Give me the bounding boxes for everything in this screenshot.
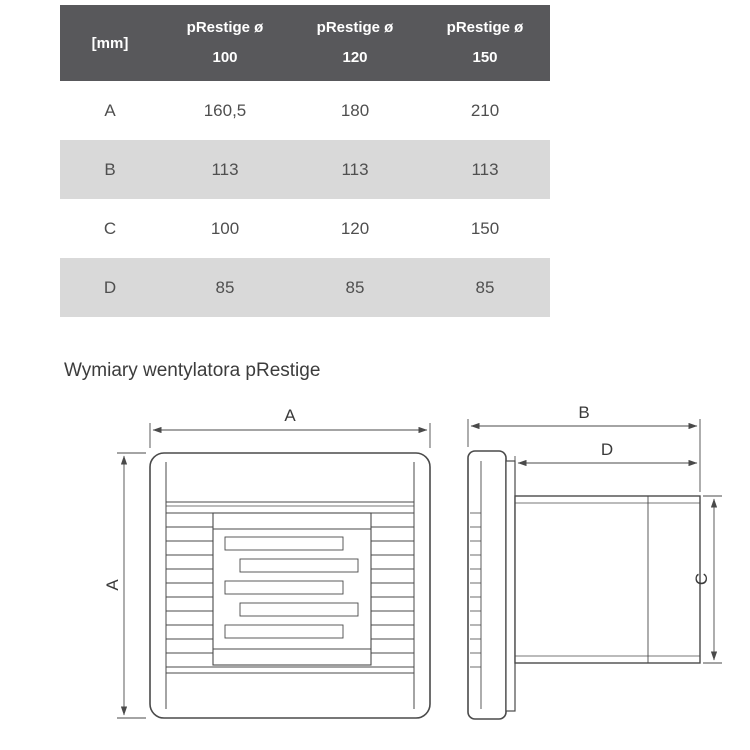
header-product-name: pRestige ø [446, 18, 524, 36]
table-row-a: A 160,5 180 210 [60, 81, 550, 140]
technical-drawing: A A B D C [103, 403, 722, 720]
table-cell: 85 [215, 277, 235, 297]
fan-front-view [149, 452, 431, 719]
dim-label-a-width: A [284, 406, 296, 425]
dim-label-b: B [578, 403, 589, 422]
header-cell-prestige-120: pRestige ø 120 [290, 5, 420, 81]
dimensions-table: [mm] pRestige ø 100 pRestige ø 120 pRest… [60, 5, 550, 317]
side-front-panel [467, 450, 507, 720]
header-size-value: 120 [342, 49, 368, 66]
dimension-lines [117, 419, 722, 719]
header-product-name: pRestige ø [316, 18, 394, 36]
table-cell: 160,5 [203, 100, 247, 120]
table-header-row: [mm] pRestige ø 100 pRestige ø 120 pRest… [60, 5, 550, 81]
header-product-name: pRestige ø [186, 18, 264, 36]
table-row-c: C 100 120 150 [60, 199, 550, 258]
header-size-value: 150 [472, 49, 498, 66]
table-row-b: B 113 113 113 [60, 140, 550, 199]
header-cell-prestige-150: pRestige ø 150 [420, 5, 550, 81]
section-title: Wymiary wentylatora pRestige [64, 360, 321, 381]
table-cell: 85 [475, 277, 495, 297]
fan-side-view [467, 450, 701, 720]
table-cell: 120 [340, 218, 370, 238]
row-label: A [104, 100, 116, 120]
dim-label-c: C [692, 573, 711, 585]
row-label: D [103, 277, 117, 297]
shutter-block [212, 512, 372, 666]
header-cell-unit: [mm] [60, 5, 160, 81]
table-cell: 180 [340, 100, 370, 120]
row-label: B [104, 159, 116, 179]
header-size-value: 100 [212, 49, 238, 66]
table-row-d: D 85 85 85 [60, 258, 550, 317]
row-label: C [103, 218, 117, 238]
table-cell: 150 [470, 218, 500, 238]
dim-label-d: D [601, 440, 613, 459]
duct-body [514, 495, 701, 664]
table-cell: 113 [211, 159, 239, 179]
table-cell: 100 [210, 218, 240, 238]
table-cell: 85 [345, 277, 365, 297]
side-louver-ticks [470, 512, 481, 668]
table-cell: 210 [470, 100, 500, 120]
table-cell: 113 [341, 159, 369, 179]
header-cell-prestige-100: pRestige ø 100 [160, 5, 290, 81]
dim-label-a-height: A [103, 579, 122, 591]
mounting-plate [505, 460, 516, 712]
table-cell: 113 [471, 159, 499, 179]
